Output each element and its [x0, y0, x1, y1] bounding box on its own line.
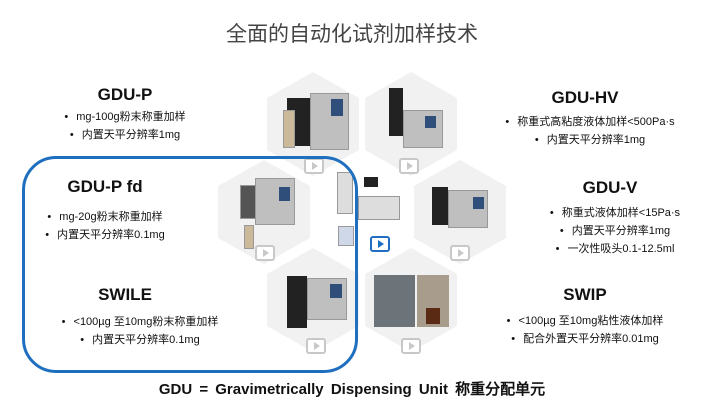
play-video-gdu-hv[interactable]: [399, 158, 419, 174]
highlight-frame: [22, 156, 358, 373]
footer-definition: GDU = Gravimetrically Dispensing Unit 称重…: [158, 381, 546, 398]
play-video-swip[interactable]: [401, 338, 421, 354]
spec: 内置天平分辨率1mg: [30, 126, 220, 144]
spec: 配合外置天平分辨率0.01mg: [485, 330, 685, 348]
specs-gdu-p: mg-100g粉末称重加样 内置天平分辨率1mg: [30, 108, 220, 144]
specs-gdu-hv: 称重式高粘度液体加样<500Pa·s 内置天平分辨率1mg: [490, 113, 690, 149]
product-title-gdu-hv: GDU-HV: [551, 88, 619, 107]
spec: mg-100g粉末称重加样: [30, 108, 220, 126]
specs-gdu-v: 称重式液体加样<15Pa·s 内置天平分辨率1mg 一次性吸头0.1-12.5m…: [530, 204, 700, 258]
play-video-gdu-p-fd[interactable]: [255, 245, 275, 261]
specs-gdu-p-fd: mg-20g粉末称重加样 内置天平分辨率0.1mg: [15, 208, 195, 244]
product-title-swip: SWIP: [563, 285, 607, 304]
spec: 内置天平分辨率0.1mg: [40, 331, 240, 349]
play-video-overview[interactable]: [370, 236, 390, 252]
spec: <100µg 至10mg粘性液体加样: [485, 312, 685, 330]
play-video-gdu-p[interactable]: [304, 158, 324, 174]
spec: 内置天平分辨率1mg: [490, 131, 690, 149]
specs-swile: <100µg 至10mg粉末称重加样 内置天平分辨率0.1mg: [40, 313, 240, 349]
specs-swip: <100µg 至10mg粘性液体加样 配合外置天平分辨率0.01mg: [485, 312, 685, 348]
play-video-gdu-v[interactable]: [450, 245, 470, 261]
product-title-gdu-p-fd: GDU-P fd: [67, 177, 143, 196]
spec: mg-20g粉末称重加样: [15, 208, 195, 226]
slide-title: 全面的自动化试剂加样技术: [226, 23, 478, 46]
spec: 内置天平分辨率1mg: [530, 222, 700, 240]
product-title-gdu-p: GDU-P: [97, 85, 153, 104]
spec: 一次性吸头0.1-12.5ml: [530, 240, 700, 258]
spec: 称重式高粘度液体加样<500Pa·s: [490, 113, 690, 131]
spec: 称重式液体加样<15Pa·s: [530, 204, 700, 222]
spec: 内置天平分辨率0.1mg: [15, 226, 195, 244]
product-title-gdu-v: GDU-V: [582, 178, 638, 197]
product-title-swile: SWILE: [98, 285, 152, 304]
spec: <100µg 至10mg粉末称重加样: [40, 313, 240, 331]
